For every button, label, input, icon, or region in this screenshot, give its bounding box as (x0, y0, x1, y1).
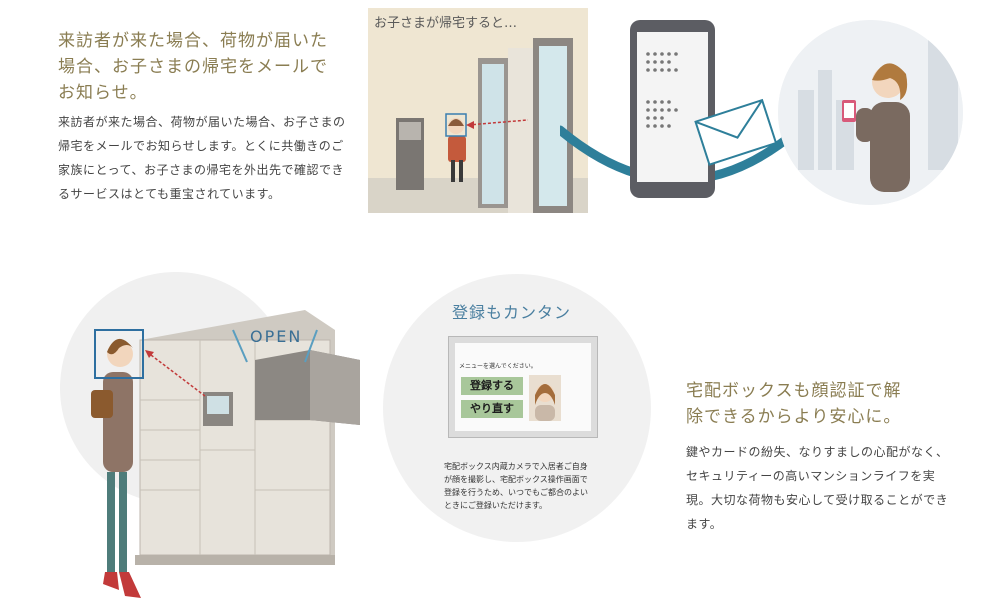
registration-title: 登録もカンタン (452, 303, 572, 322)
registration-caption: 宅配ボックス内蔵カメラで入居者ご自身が顔を撮影し、宅配ボックス操作画面で登録を行… (444, 462, 588, 510)
visitor-notice-body: 来訪者が来た場合、荷物が届いた場合、お子さまの帰宅をメールでお知らせします。とく… (58, 115, 346, 201)
open-label: OPEN (250, 327, 303, 346)
visitor-notice-heading: 来訪者が来た場合、荷物が届いた場合、お子さまの帰宅をメールでお知らせ。 (58, 31, 328, 103)
woman-phone-illustration (778, 20, 963, 205)
entrance-caption: お子さまが帰宅すると… (374, 16, 518, 31)
delivery-locker-illustration (91, 310, 360, 598)
screen-redo-button[interactable]: やり直す (461, 400, 523, 418)
screen-menu-text: メニューを選んでください。 (459, 363, 537, 370)
screen-face-photo (529, 375, 561, 421)
locker-heading: 宅配ボックスも顔認証で解除できるからより安心に。 (686, 381, 902, 427)
screen-register-button[interactable]: 登録する (461, 377, 523, 395)
locker-body: 鍵やカードの紛失、なりすましの心配がなく、セキュリティーの高いマンションライフを… (686, 445, 949, 531)
locker-screen-mockup: メニューを選んでください。 登録する やり直す (448, 336, 598, 438)
entrance-illustration: お子さまが帰宅すると… (368, 8, 588, 213)
